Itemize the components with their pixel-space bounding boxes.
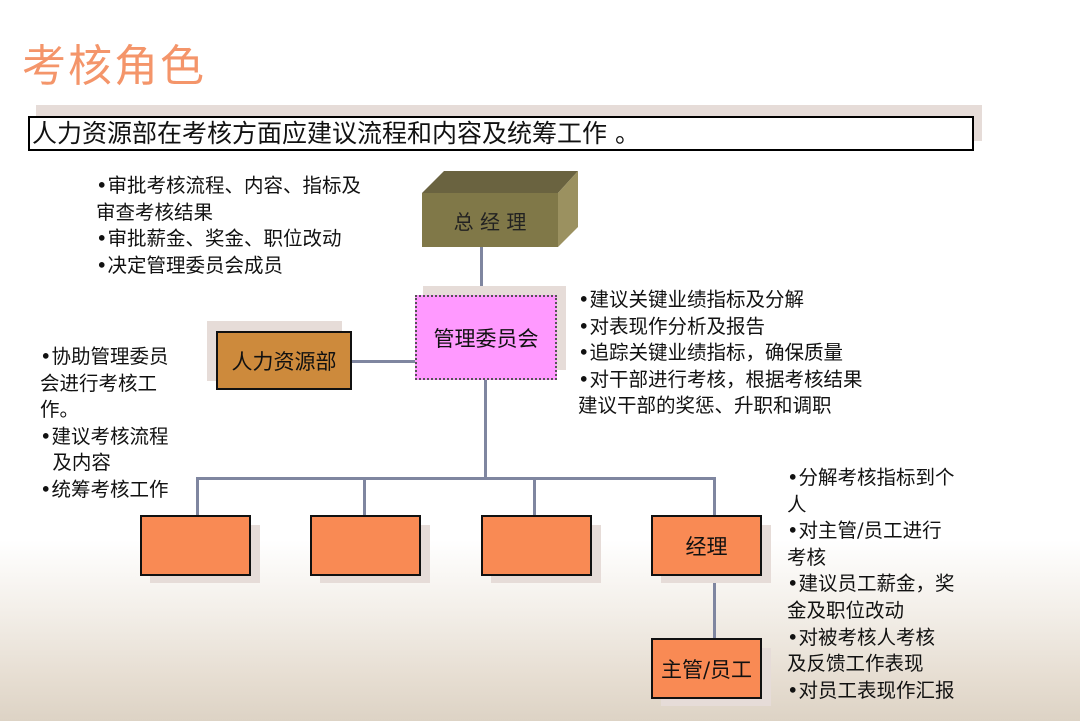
subtitle-box: 人力资源部在考核方面应建议流程和内容及统筹工作 。 [28, 116, 974, 151]
unit-box-3 [481, 515, 592, 576]
connector-manager-staff [713, 575, 716, 638]
connector-unit-3 [533, 477, 536, 515]
committee-notes: •建议关键业绩指标及分解 •对表现作分析及报告 •追踪关键业绩指标，确保质量 •… [578, 288, 863, 418]
slide-title: 考核角色 [22, 41, 206, 92]
connector-horizontal [196, 477, 716, 480]
committee-box: 管理委员会 [415, 295, 557, 380]
staff-box: 主管/员工 [651, 638, 762, 699]
hr-box: 人力资源部 [216, 331, 352, 390]
manager-box: 经理 [651, 515, 762, 576]
unit-box-1 [140, 515, 251, 576]
connector-committee-down [484, 380, 487, 479]
unit-box-2 [310, 515, 421, 576]
connector-hr-committee [352, 360, 415, 363]
gm-notes: •审批考核流程、内容、指标及 审查考核结果 •审批薪金、奖金、职位改动 •决定管… [96, 174, 362, 277]
general-manager-cube [422, 171, 578, 247]
manager-notes: •分解考核指标到个 人 •对主管/员工进行 考核 •建议员工薪金，奖 金及职位改… [787, 466, 955, 702]
connector-gm-committee [480, 247, 483, 295]
connector-unit-1 [196, 477, 199, 515]
connector-manager [713, 477, 716, 515]
connector-unit-2 [363, 477, 366, 515]
general-manager-label: 总 经 理 [453, 209, 527, 234]
hr-notes: •协助管理委员 会进行考核工 作。 •建议考核流程 及内容 •统筹考核工作 [40, 345, 169, 501]
